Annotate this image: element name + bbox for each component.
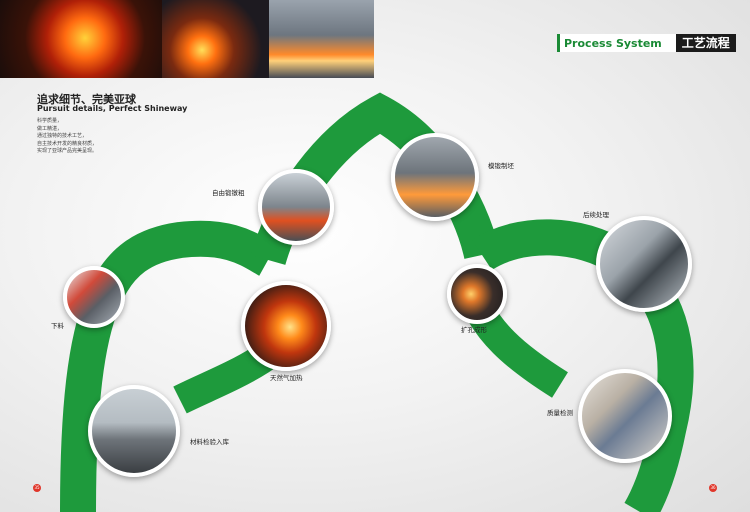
intro-title-en: Pursuit details, Perfect Shineway xyxy=(37,104,188,113)
step-photo-gas-heating xyxy=(241,281,331,371)
step-photo-die-forging xyxy=(391,133,479,221)
intro-title-cn: 追求细节、完美亚球 xyxy=(37,93,136,106)
step-photo-warehouse xyxy=(88,385,180,477)
step-photo-reaming xyxy=(447,264,507,324)
step-photo-quality-check xyxy=(578,369,672,463)
step-photo-post-processing xyxy=(596,216,692,312)
logo-en: Process System xyxy=(557,34,676,52)
page-number-left: 35 xyxy=(33,484,41,492)
step-label: 扩孔成形 xyxy=(461,326,487,334)
press-machine-photo xyxy=(269,0,374,78)
forging-ring-photo xyxy=(0,0,162,78)
step-photo-cutting xyxy=(63,266,125,328)
section-logo: Process System 工艺流程 xyxy=(557,34,736,52)
hot-forge-photo xyxy=(162,0,269,78)
step-photo-free-forging xyxy=(258,169,334,245)
step-label: 质量检测 xyxy=(547,409,573,417)
intro-line: 通过独特的技术工艺， xyxy=(37,133,88,139)
intro-line: 自主技术开发的精良材质， xyxy=(37,140,98,147)
intro-line: 实现了亚球产品完美呈现。 xyxy=(37,148,98,154)
step-label: 材料检验入库 xyxy=(190,438,229,446)
header-photo-strip xyxy=(0,0,374,78)
step-label: 天然气加热 xyxy=(270,374,303,382)
step-label: 后续处理 xyxy=(583,211,609,219)
step-label: 下料 xyxy=(51,322,64,330)
step-label: 模锻制坯 xyxy=(488,162,514,170)
intro-line: 做工精湛， xyxy=(37,125,63,132)
logo-cn: 工艺流程 xyxy=(675,34,736,52)
intro-text: 科学质量， 做工精湛， 通过独特的技术工艺， 自主技术开发的精良材质， 实现了亚… xyxy=(37,118,97,156)
intro-line: 科学质量， xyxy=(37,118,63,124)
page-number-right: 36 xyxy=(709,484,717,492)
step-label: 自由锻镦粗 xyxy=(212,189,245,197)
